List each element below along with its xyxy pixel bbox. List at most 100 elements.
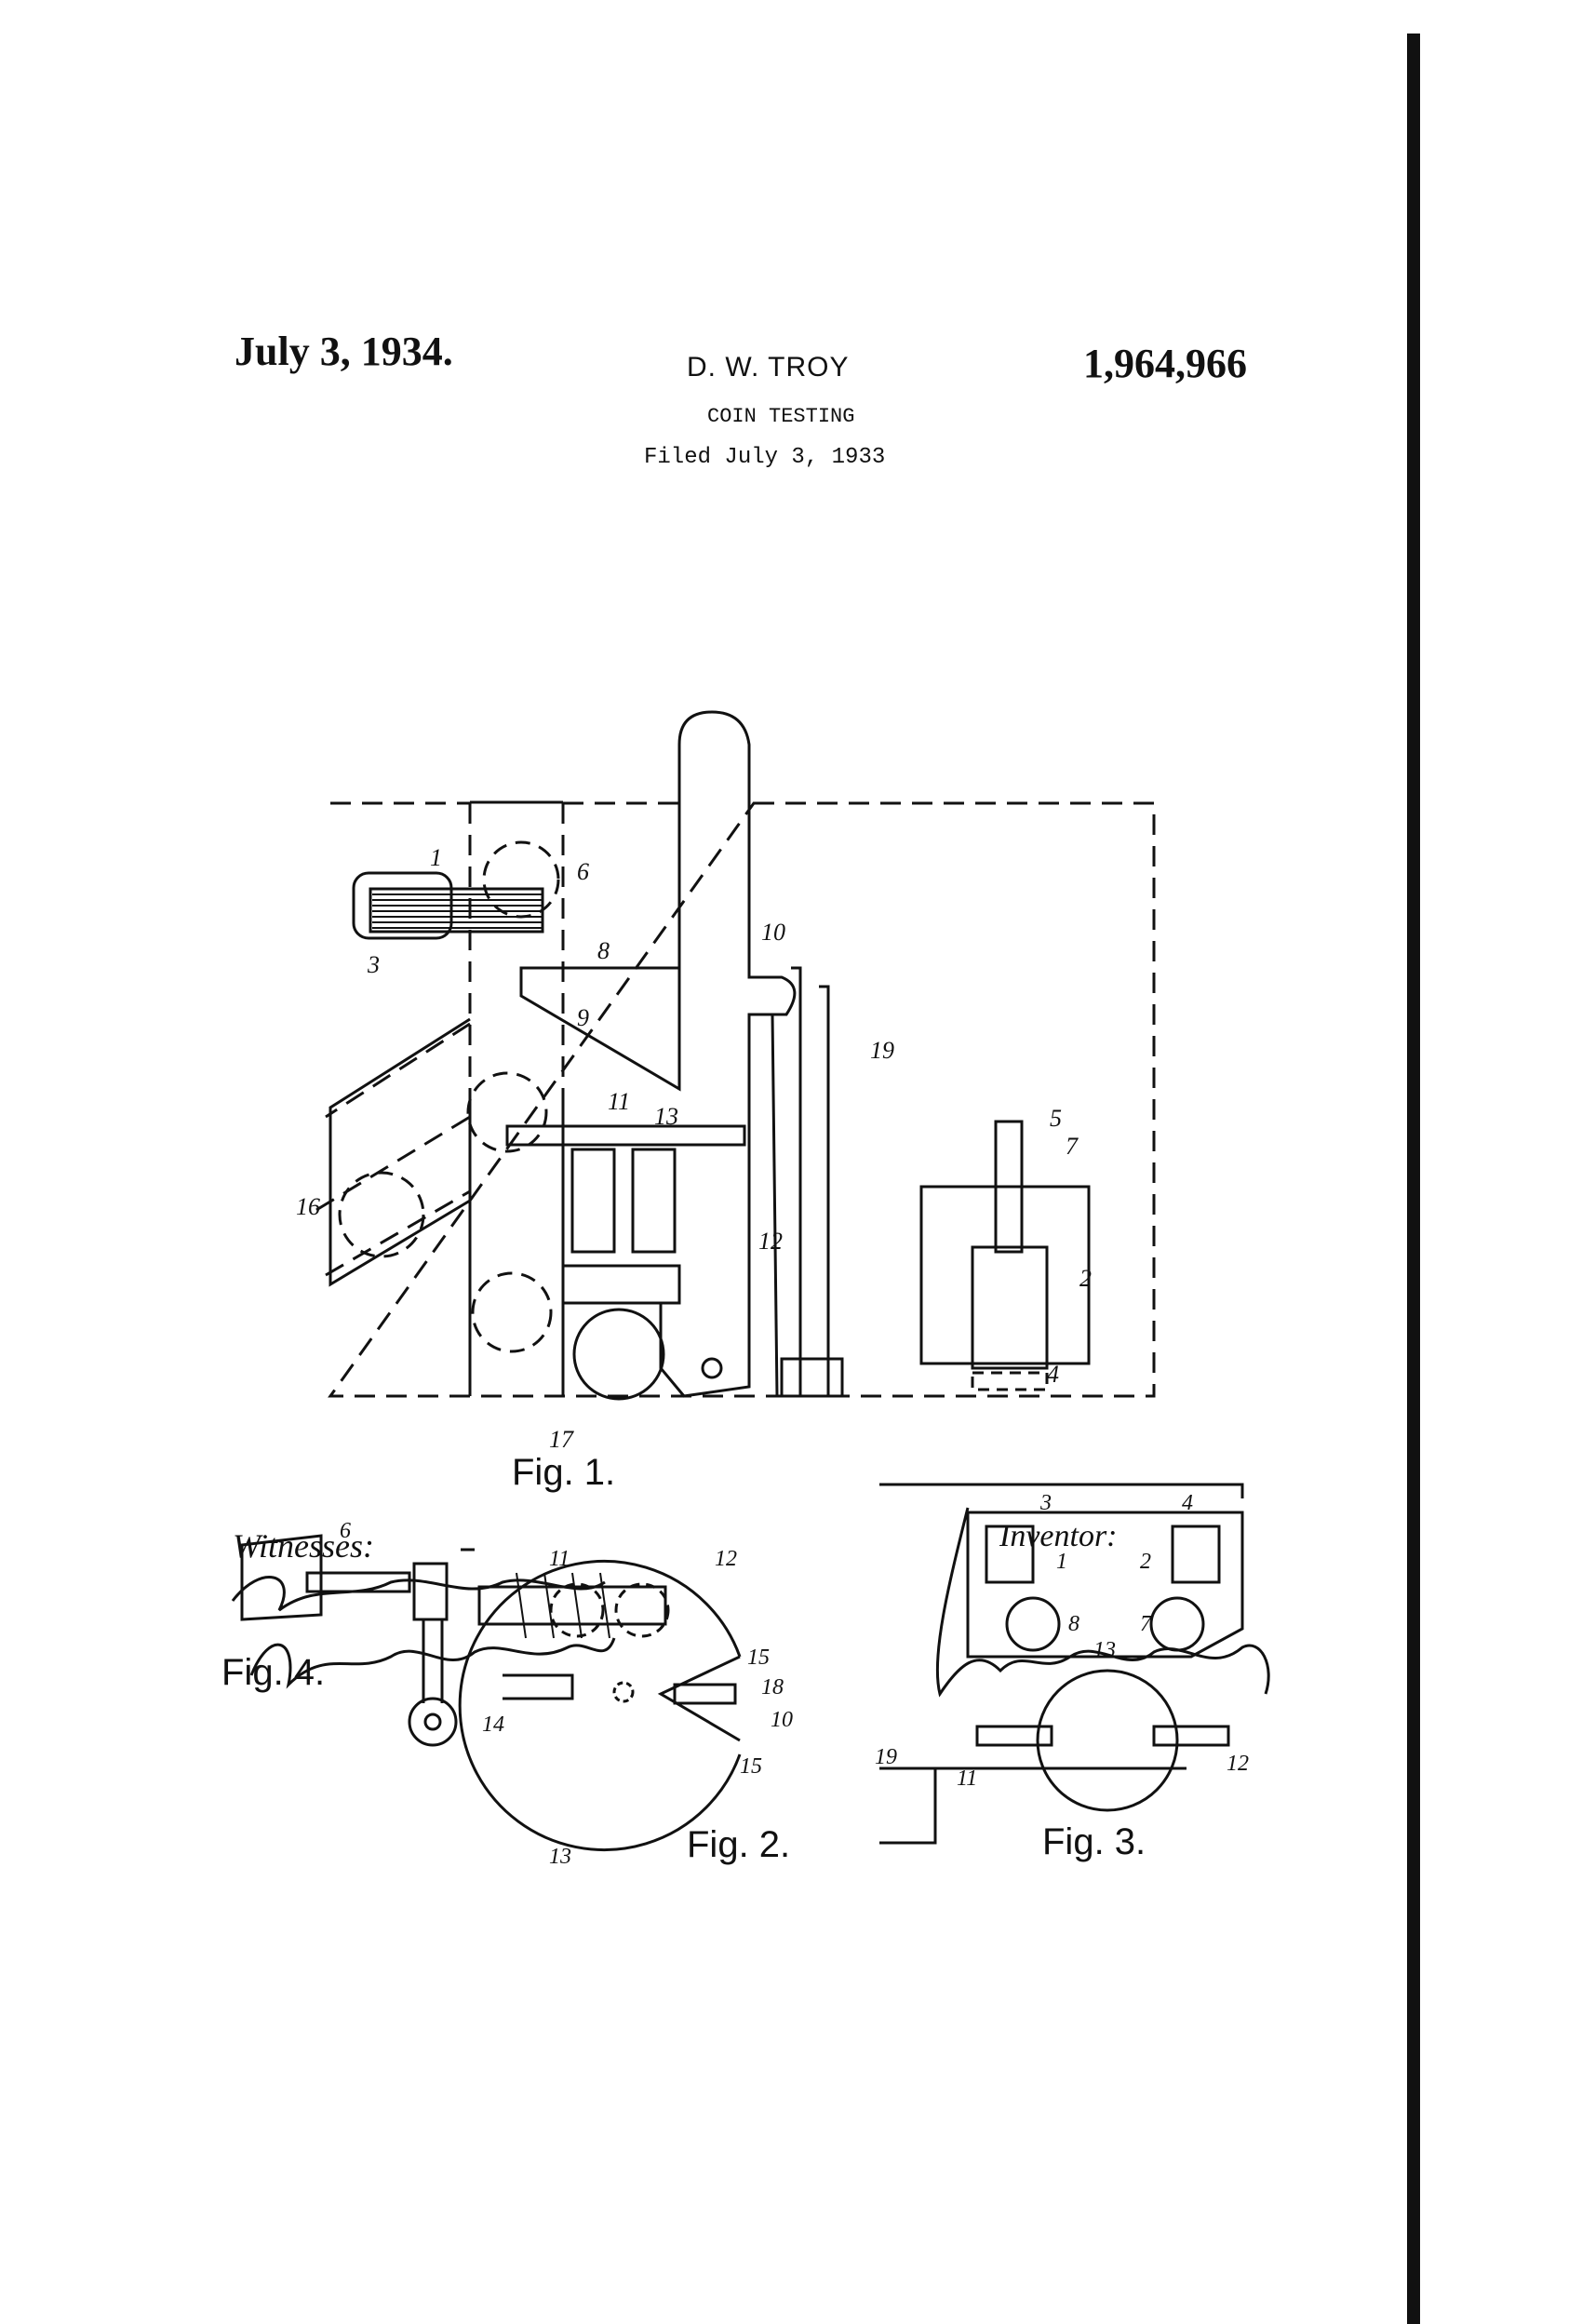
ref-numeral: 2 (1140, 1550, 1151, 1574)
figure-3 (879, 1483, 1244, 1845)
fig1-coil-windings (372, 893, 542, 929)
fig1-magnet-2-body (919, 1185, 1091, 1365)
ref-numeral: 11 (608, 1088, 630, 1115)
fig4-coin-edge (412, 1562, 449, 1621)
ref-numeral: 7 (1140, 1612, 1152, 1636)
fig1-pivot (701, 1357, 723, 1379)
fig1-frame-4 (971, 1371, 1049, 1391)
ref-numeral: 17 (549, 1426, 574, 1453)
ref-numeral: 12 (715, 1547, 737, 1571)
fig2-disc-outline (458, 1560, 742, 1851)
fig2-coil-12 (614, 1582, 670, 1638)
fig3-label: Fig. 3. (1042, 1821, 1146, 1862)
ref-numeral: 8 (1068, 1612, 1079, 1636)
fig1-coin-chute (468, 803, 565, 1396)
ref-numeral: 13 (654, 1103, 678, 1130)
fig1-housing-outline (328, 801, 1156, 1398)
ref-numeral: 13 (549, 1845, 571, 1869)
fig3-disc-13 (1036, 1669, 1179, 1812)
fig2-axle (612, 1681, 635, 1703)
fig4-shaft (422, 1619, 444, 1703)
fig1-plunger-5 (994, 1120, 1024, 1254)
fig3-coil-11 (975, 1725, 1053, 1747)
filing-date: Filed July 3, 1933 (644, 445, 886, 470)
sheet-border-rule (1407, 34, 1420, 2324)
ref-numeral: 6 (577, 858, 589, 885)
ref-numeral: 4 (1047, 1361, 1059, 1388)
inventor-label: Inventor: (999, 1519, 1118, 1553)
fig1-coin (466, 1071, 548, 1153)
ref-numeral: 11 (957, 1767, 977, 1791)
witnesses-label: Witnesses: (233, 1527, 374, 1565)
ref-numeral: 19 (875, 1745, 897, 1769)
ref-numeral: 18 (761, 1675, 784, 1699)
ref-numeral: 16 (296, 1193, 320, 1220)
inventor-signature (935, 1507, 1270, 1698)
fig3-coin-7 (1149, 1596, 1205, 1652)
fig3-wiring (879, 1767, 1186, 1845)
fig3-magnet-2 (1171, 1525, 1221, 1584)
fig1-contact-springs (771, 966, 830, 1397)
fig1-rotor (572, 1308, 665, 1401)
figure-4 (240, 1534, 667, 1747)
witness-signatures (231, 1576, 616, 1689)
fig1-coil-11 (570, 1148, 616, 1254)
issue-date: July 3, 1934. (235, 329, 453, 374)
fig1-chute-wall (468, 800, 565, 1396)
fig2-arm-10 (673, 1683, 737, 1705)
ref-numeral: 13 (1093, 1638, 1116, 1662)
patent-number: 1,964,966 (1083, 341, 1247, 386)
fig3-magnet-1 (985, 1525, 1035, 1584)
figure-1 (315, 710, 1156, 1401)
ref-numeral: 15 (740, 1754, 762, 1779)
fig3-wire-top (879, 1483, 1244, 1498)
fig3-coil-12 (1152, 1725, 1230, 1747)
fig4-arm (305, 1571, 411, 1593)
fig4-coil-core (477, 1585, 667, 1626)
fig1-magnet-2-core (971, 1245, 1049, 1370)
fig1-deflector (519, 966, 681, 1092)
ref-numeral: 7 (1066, 1133, 1079, 1160)
ref-numeral: 15 (747, 1646, 770, 1670)
ref-numeral: 9 (577, 1004, 589, 1031)
inventor-name: D. W. TROY (687, 352, 850, 383)
ref-numeral: 2 (1079, 1265, 1092, 1292)
fig4-eyelet (408, 1697, 458, 1747)
fig1-disc-plate (505, 1124, 746, 1147)
fig1-reject-chute (315, 1022, 471, 1277)
fig3-coin-8 (1005, 1596, 1061, 1652)
ref-numeral: 4 (1182, 1491, 1193, 1515)
fig1-lever (659, 710, 797, 1398)
fig4-coil-windings (516, 1572, 610, 1639)
fig4-eyelet-hole (423, 1713, 442, 1731)
ref-numeral: 12 (758, 1228, 783, 1255)
fig3-frame (966, 1511, 1244, 1659)
ref-numeral: 5 (1050, 1105, 1062, 1132)
fig4-chute-section (240, 1534, 323, 1621)
ref-numeral: 10 (771, 1708, 793, 1732)
patent-title: COIN TESTING (707, 405, 855, 428)
ref-numeral: 14 (482, 1713, 504, 1737)
ref-numeral: 8 (597, 937, 610, 964)
fig1-spring-clamp (780, 1357, 844, 1398)
ref-numeral: 1 (1056, 1550, 1067, 1574)
ref-numeral: 10 (761, 919, 785, 946)
ref-numeral: 6 (340, 1519, 351, 1543)
fig1-base-block (561, 1264, 681, 1305)
fig2-notch (657, 1655, 741, 1742)
ref-numeral: 11 (549, 1547, 570, 1571)
fig1-coin (338, 1171, 425, 1258)
ref-numeral: 3 (367, 951, 380, 978)
ref-numeral: 1 (430, 844, 442, 871)
fig1-coil-12 (631, 1148, 677, 1254)
figure-2 (458, 1560, 742, 1851)
ref-numeral: 3 (1039, 1491, 1052, 1515)
fig2-coil-11 (549, 1582, 605, 1638)
fig2-slot-14 (503, 1673, 574, 1700)
fig1-label: Fig. 1. (512, 1452, 615, 1493)
fig4-label: Fig. 4. (221, 1652, 325, 1693)
fig1-coin (471, 1271, 553, 1353)
ref-numeral: 19 (870, 1037, 894, 1064)
